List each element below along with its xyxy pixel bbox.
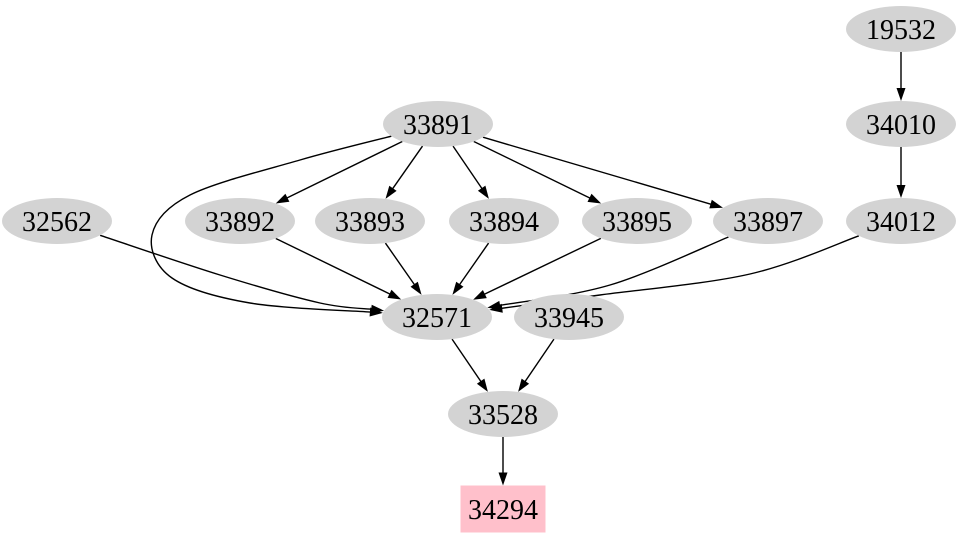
node-ellipse-shape: [713, 198, 823, 244]
edge-33893-32571: [384, 242, 422, 295]
arrowhead-icon: [476, 378, 488, 392]
node-33893: 33893: [315, 198, 425, 244]
node-19532: 19532: [846, 6, 956, 52]
arrowhead-icon: [709, 199, 723, 209]
edge-line: [384, 242, 416, 287]
node-33892: 33892: [185, 198, 295, 244]
arrowhead-icon: [473, 290, 487, 300]
arrowhead-icon: [410, 281, 422, 295]
node-34294: 34294: [460, 485, 546, 533]
node-label: 33892: [205, 207, 275, 238]
edge-33528-34294: [498, 437, 508, 486]
edge-33891-33895: [473, 140, 602, 204]
node-label: 33895: [602, 207, 672, 238]
node-label: 33893: [335, 207, 405, 238]
edge-line: [452, 145, 484, 191]
node-33945: 33945: [514, 294, 624, 340]
edge-33891-33893: [385, 145, 424, 199]
node-33894: 33894: [449, 198, 559, 244]
arrowhead-icon: [896, 88, 906, 101]
arrowhead-icon: [477, 185, 489, 199]
arrowhead-icon: [489, 303, 503, 313]
node-ellipse-shape: [185, 198, 295, 244]
arrowhead-icon: [518, 378, 530, 392]
edge-32562-32571: [99, 234, 385, 314]
node-label: 33894: [469, 207, 539, 238]
edge-line: [275, 237, 392, 296]
node-label: 34010: [866, 110, 936, 141]
edge-line: [497, 236, 729, 307]
node-34012: 34012: [846, 198, 956, 244]
node-ellipse-shape: [2, 198, 112, 244]
arrowhead-icon: [275, 193, 290, 204]
arrowhead-icon: [498, 472, 508, 486]
edge-line: [391, 145, 424, 191]
arrowhead-icon: [587, 193, 602, 204]
arrowhead-icon: [896, 185, 906, 198]
edge-33895-32571: [473, 237, 602, 300]
edge-line: [451, 338, 483, 384]
node-label: 33891: [403, 110, 473, 141]
edge-33892-32571: [275, 237, 402, 300]
node-ellipse-shape: [846, 6, 956, 52]
edge-34010-34012: [896, 147, 906, 198]
node-ellipse-shape: [448, 391, 558, 437]
node-ellipse-shape: [514, 294, 624, 340]
node-33528: 33528: [448, 391, 558, 437]
node-label: 34012: [866, 207, 936, 238]
edge-line: [523, 338, 555, 384]
edge-33894-32571: [452, 242, 490, 295]
edge-33891-33892: [275, 140, 403, 204]
node-label: 34294: [468, 495, 538, 526]
node-32562: 32562: [2, 198, 112, 244]
edge-line: [458, 242, 490, 287]
arrowhead-icon: [385, 185, 397, 199]
node-box-shape: [460, 485, 546, 533]
node-ellipse-shape: [382, 294, 492, 340]
node-33891: 33891: [383, 101, 493, 147]
node-ellipse-shape: [846, 101, 956, 147]
arrowhead-icon: [387, 289, 402, 300]
edge-line: [285, 140, 403, 200]
edge-33891-33894: [452, 145, 489, 199]
node-label: 19532: [866, 15, 936, 46]
edge-line: [150, 135, 392, 313]
node-33897: 33897: [713, 198, 823, 244]
arrowhead-icon: [370, 304, 385, 314]
node-ellipse-shape: [846, 198, 956, 244]
edge-line: [482, 136, 713, 206]
node-label: 33897: [733, 207, 803, 238]
node-ellipse-shape: [315, 198, 425, 244]
node-34010: 34010: [846, 101, 956, 147]
node-label: 32571: [402, 303, 472, 334]
edge-32571-33528: [451, 338, 488, 392]
edge-line: [473, 140, 592, 200]
node-ellipse-shape: [383, 101, 493, 147]
node-label: 33528: [468, 400, 538, 431]
edge-33897-32571: [487, 236, 729, 310]
node-ellipse-shape: [449, 198, 559, 244]
edge-line: [482, 237, 602, 296]
node-label: 32562: [22, 207, 92, 238]
edge-line: [99, 234, 374, 311]
node-label: 33945: [534, 303, 604, 334]
arrowhead-icon: [452, 281, 464, 295]
node-ellipse-shape: [582, 198, 692, 244]
edge-33945-33528: [518, 338, 555, 392]
node-32571: 32571: [382, 294, 492, 340]
edge-33891-33897: [482, 136, 723, 209]
node-33895: 33895: [582, 198, 692, 244]
edge-19532-34010: [896, 52, 906, 101]
